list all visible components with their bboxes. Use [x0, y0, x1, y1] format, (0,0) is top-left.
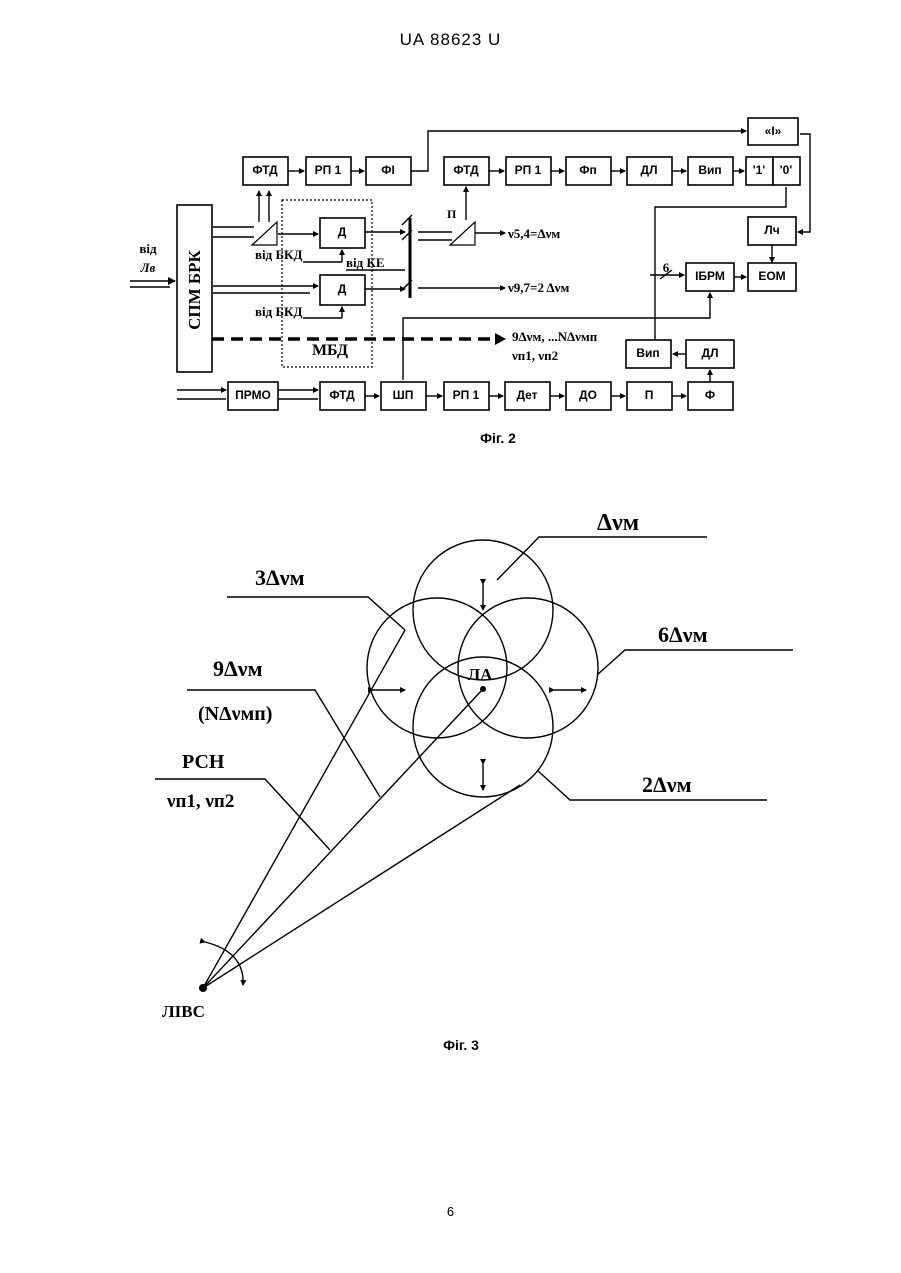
row3-block-2: ФТД [329, 388, 355, 402]
row1-block-5: РП 1 [515, 163, 542, 177]
mbd-label: МБД [312, 342, 348, 359]
row3-block-5: Дет [516, 388, 537, 402]
row3-block-6: ДО [579, 388, 597, 402]
logic-zero: '0' [780, 163, 793, 177]
label-2dnm: 2Δνм [642, 772, 692, 797]
row1-block-3: ФІ [381, 163, 395, 177]
from-ke: від КЕ [346, 255, 385, 270]
logic-one: '1' [753, 163, 766, 177]
logic-and-label: «І» [765, 124, 782, 138]
row3-block-8: Ф [705, 388, 715, 402]
row1-block-2: РП 1 [315, 163, 342, 177]
vip-block-2: Вип [636, 346, 659, 360]
row1-block-8: Вип [698, 163, 721, 177]
d-block-2: Д [338, 282, 347, 296]
row3-block-7: П [645, 388, 654, 402]
label-livs: ЛІВС [162, 1002, 205, 1021]
from-bkd-2: від БКД [255, 304, 302, 319]
row3-block-3: ШП [393, 388, 414, 402]
input-label-lv: Лв [140, 260, 156, 275]
figure-3-diagram: ЛА Δνм 3Δνм 6Δνм 9Δνм (NΔνмп) РСН νп1, ν… [155, 510, 793, 1021]
row1-block-1: ФТД [252, 163, 278, 177]
label-9dnm: 9Δνм [213, 656, 263, 681]
row1-block-6: Фп [579, 163, 597, 177]
ibrm-block: ІБРМ [695, 269, 725, 283]
row3-block-1: ПРМО [235, 388, 271, 402]
d-block-1: Д [338, 225, 347, 239]
freq-label-3b: νп1, νп2 [511, 348, 558, 363]
spm-brk-label: СПМ БРК [185, 249, 204, 329]
label-vn: νп1, νп2 [166, 791, 234, 812]
label-ndnm: (NΔνмп) [198, 703, 272, 725]
freq-label-2: ν9,7=2 Δνм [507, 280, 569, 295]
label-6dnm: 6Δνм [658, 622, 708, 647]
figure-3-caption: Фіг. 3 [443, 1037, 479, 1053]
eom-block: ЕОМ [758, 269, 785, 283]
freq-label-1: ν5,4=Δνм [507, 226, 560, 241]
input-label-from: від [139, 241, 157, 256]
label-dnm: Δνм [597, 510, 639, 536]
page-number: 6 [0, 1204, 901, 1219]
figure-2-caption: Фіг. 2 [480, 430, 516, 446]
row1-block-7: ДЛ [641, 163, 658, 177]
label-rsn: РСН [182, 751, 225, 773]
pi-symbol: П [447, 207, 457, 221]
lch-block: Лч [764, 223, 779, 237]
dl-block-2: ДЛ [702, 346, 719, 360]
row1-block-4: ФТД [453, 163, 479, 177]
from-bkd-1: від БКД [255, 247, 302, 262]
row3-block-4: РП 1 [453, 388, 480, 402]
la-label: ЛА [468, 665, 494, 684]
figure-2-block-diagram: СПМ БРК від Лв ФТД РП 1 ФІ ФТД РП 1 Фп Д… [130, 118, 810, 410]
label-3dnm: 3Δνм [255, 565, 305, 590]
freq-label-3a: 9Δνм, ...NΔνмп [512, 329, 598, 344]
